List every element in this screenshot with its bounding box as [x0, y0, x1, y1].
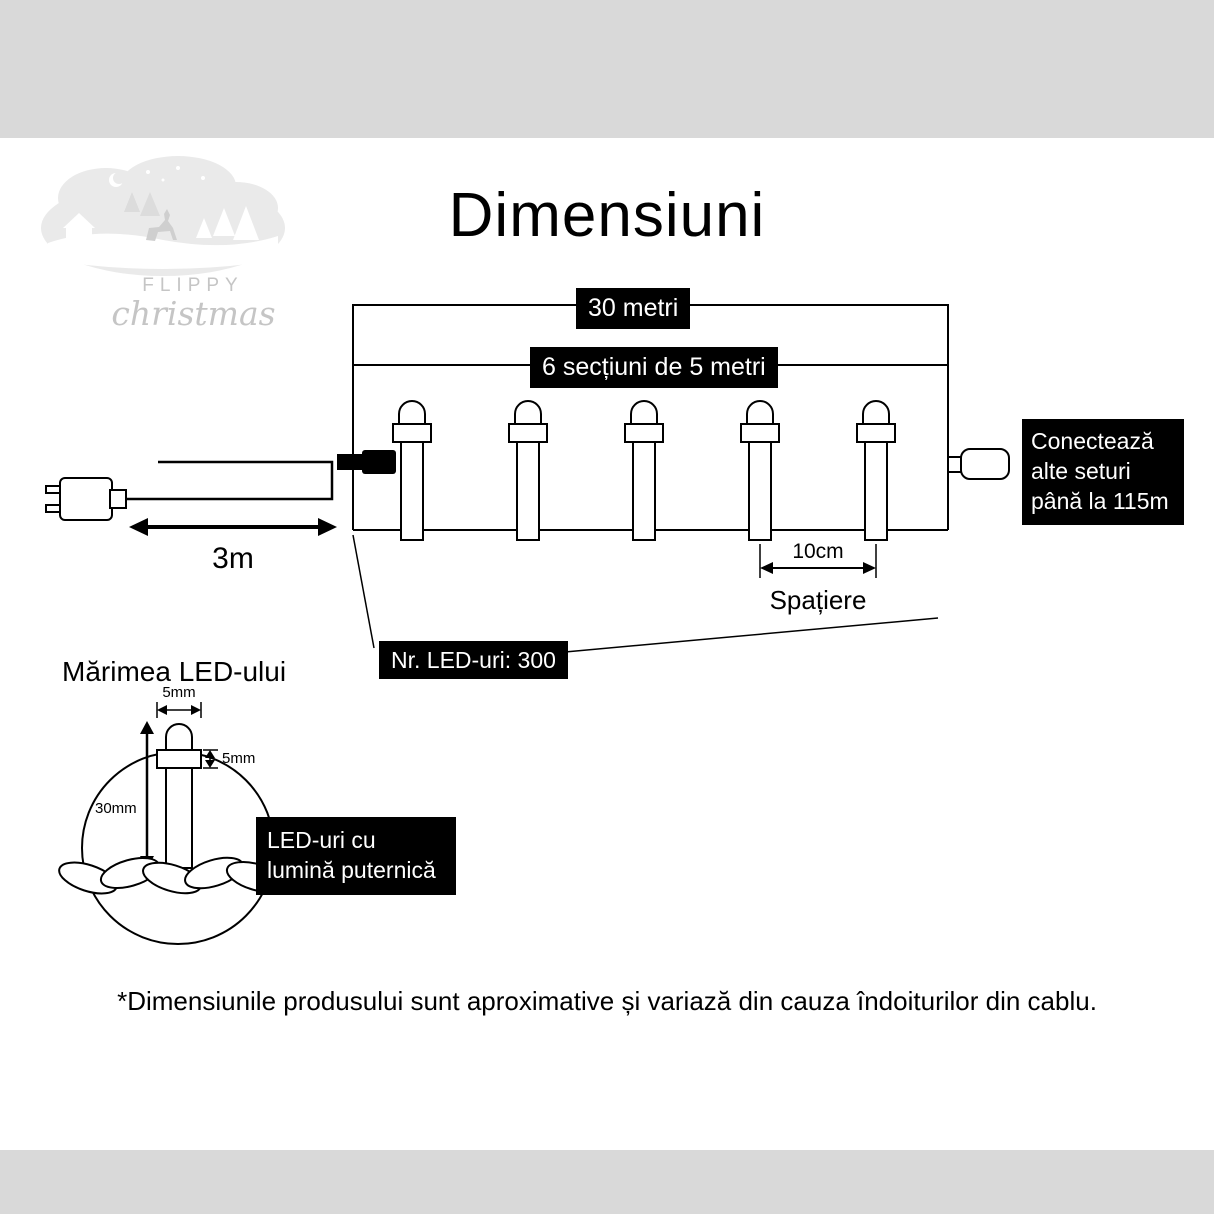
led-total-height-value: 30mm [95, 800, 137, 817]
bright-led-label: LED-uri cu lumină puternică [256, 817, 456, 895]
led-bulb [624, 400, 664, 541]
led-size-section-title: Mărimea LED-ului [62, 656, 287, 687]
spacing-value: 10cm [792, 540, 844, 563]
led-bulb [856, 400, 896, 541]
logo-brand-text: FLIPPY [142, 275, 244, 296]
led-detail-drawing [156, 723, 202, 869]
spacing-arrow [759, 544, 877, 578]
led-size-detail [58, 702, 287, 945]
end-connector-icon [947, 448, 1010, 480]
total-length-label: 30 metri [576, 288, 691, 329]
inline-connector-icon [337, 450, 396, 474]
led-cap-height-value: 5mm [222, 750, 256, 767]
lead-length-value: 3m [212, 542, 254, 575]
led-bulb [740, 400, 780, 541]
cap-height-arrow [203, 749, 218, 769]
spacing-caption: Spațiere [769, 585, 867, 615]
page-title: Dimensiuni [448, 181, 766, 250]
led-string [392, 400, 896, 541]
lead-wire [126, 460, 334, 501]
logo-scene-icon [41, 156, 285, 276]
count-pointer-lines [352, 534, 939, 653]
led-bulb-width-value: 5mm [162, 684, 196, 701]
led-bulb [392, 400, 432, 541]
connect-sets-label: Conectează alte seturi până la 115m [1022, 419, 1184, 525]
disclaimer-text: *Dimensiunile produsului sunt aproximati… [117, 986, 1097, 1016]
power-plug-icon [45, 477, 127, 521]
led-count-label: Nr. LED-uri: 300 [379, 641, 568, 680]
lead-length-arrow [129, 518, 337, 536]
logo-brand-script-text: christmas [111, 294, 276, 333]
sections-label: 6 secțiuni de 5 metri [530, 347, 778, 388]
logo-house-icon [63, 213, 95, 246]
logo-trees-icon [196, 206, 259, 240]
logo-deer-icon [146, 209, 177, 241]
width-arrow [156, 702, 202, 718]
led-bulb [508, 400, 548, 541]
